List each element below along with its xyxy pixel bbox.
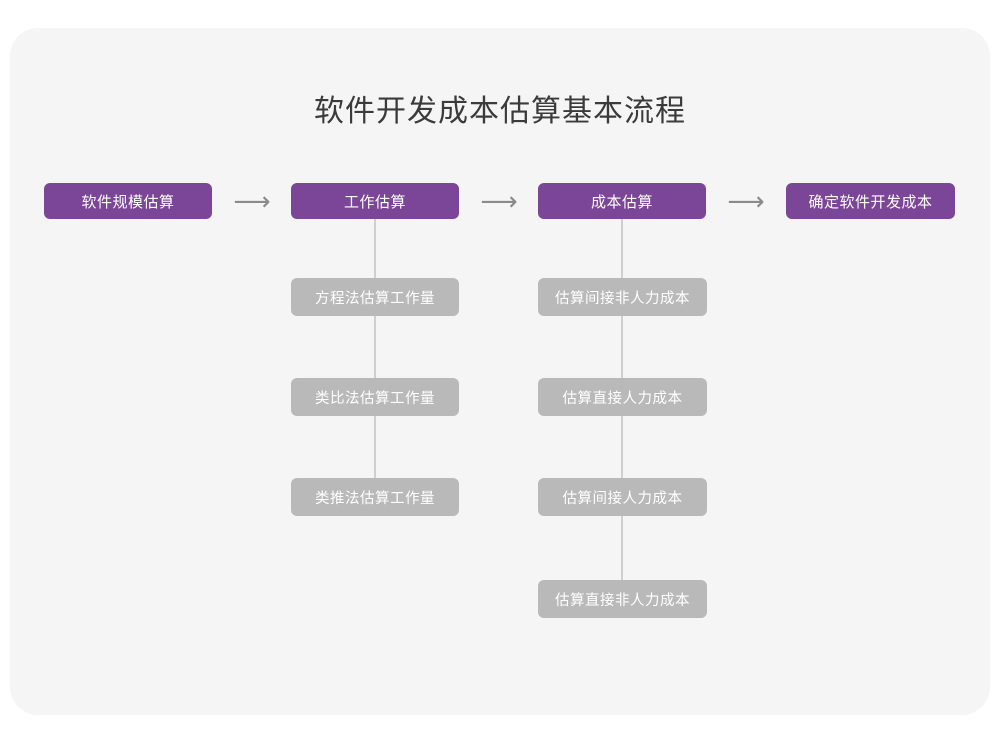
diagram-card: [10, 28, 990, 715]
connector-line-cost-2: [621, 316, 623, 378]
flow-node-cost-estimation[interactable]: 成本估算: [538, 183, 706, 219]
flow-node-determine-development-cost[interactable]: 确定软件开发成本: [786, 183, 955, 219]
sub-node-direct-nonlabor-cost[interactable]: 估算直接非人力成本: [538, 580, 707, 618]
flow-arrow-icon-1: ⟶: [233, 186, 271, 216]
flow-arrow-icon-3: ⟶: [727, 186, 765, 216]
connector-line-effort-2: [374, 316, 376, 378]
flow-node-software-scale-estimation[interactable]: 软件规模估算: [44, 183, 212, 219]
sub-node-equation-method-effort[interactable]: 方程法估算工作量: [291, 278, 459, 316]
connector-line-effort-3: [374, 416, 376, 478]
flow-node-effort-estimation[interactable]: 工作估算: [291, 183, 459, 219]
sub-node-indirect-labor-cost[interactable]: 估算间接人力成本: [538, 478, 707, 516]
connector-line-cost-3: [621, 416, 623, 478]
page-title: 软件开发成本估算基本流程: [314, 95, 686, 128]
sub-node-inference-method-effort[interactable]: 类推法估算工作量: [291, 478, 459, 516]
sub-node-direct-labor-cost[interactable]: 估算直接人力成本: [538, 378, 707, 416]
sub-node-indirect-nonlabor-cost[interactable]: 估算间接非人力成本: [538, 278, 707, 316]
flow-arrow-icon-2: ⟶: [480, 186, 518, 216]
sub-node-analogy-method-effort[interactable]: 类比法估算工作量: [291, 378, 459, 416]
connector-line-effort-1: [374, 219, 376, 278]
connector-line-cost-4: [621, 516, 623, 580]
connector-line-cost-1: [621, 219, 623, 278]
